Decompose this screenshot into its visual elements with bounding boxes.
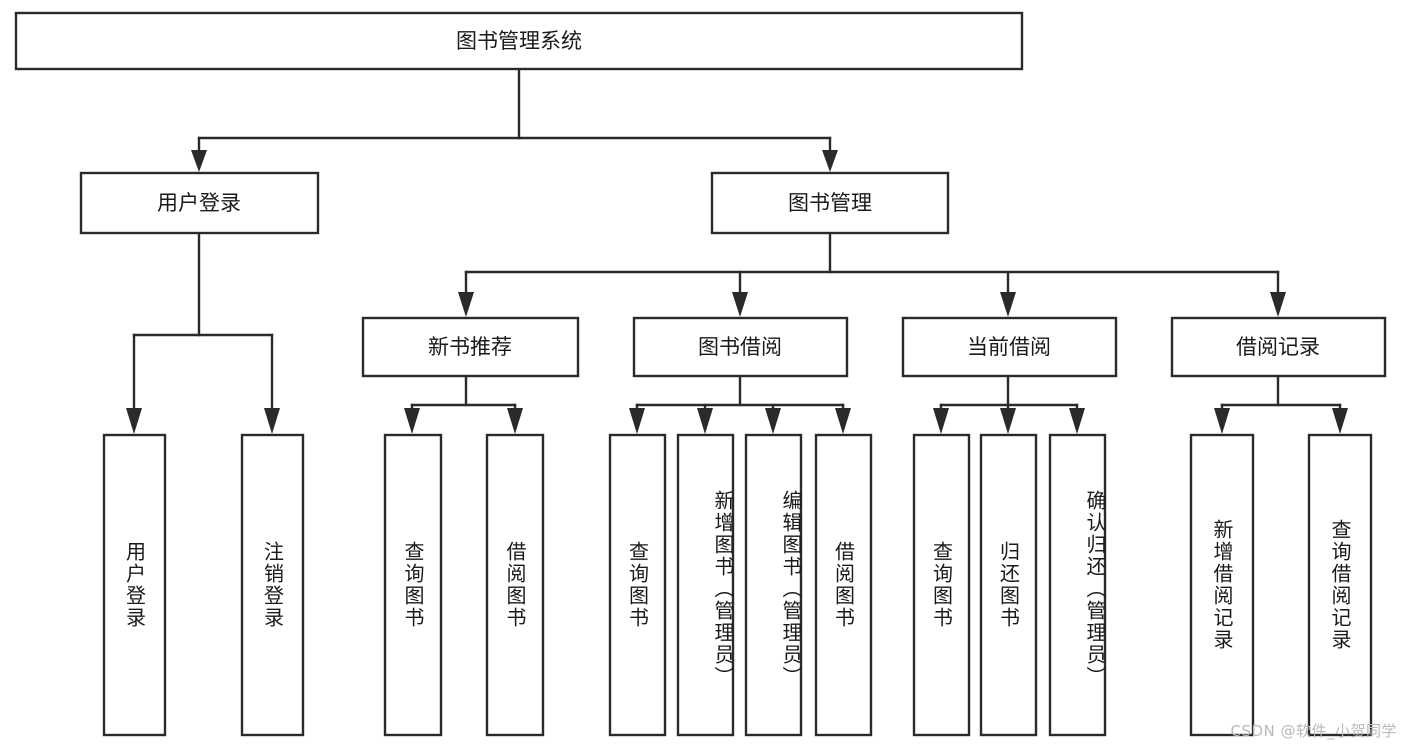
arrow-to-current xyxy=(1000,292,1016,317)
node-newbook-box[interactable] xyxy=(361,316,580,378)
node-login-box[interactable] xyxy=(79,171,320,235)
node-login-label: 用户登录 xyxy=(157,191,241,215)
node-leaf9-box[interactable] xyxy=(912,433,971,737)
arrow-to-login xyxy=(191,150,207,172)
node-records-box[interactable] xyxy=(1170,316,1387,378)
arrow-to-newbook xyxy=(458,292,474,317)
node-records-label: 借阅记录 xyxy=(1236,335,1320,359)
arrow-to-leaf1 xyxy=(126,408,142,434)
node-leaf12-box[interactable] xyxy=(1189,433,1255,737)
arrow-to-leaf8 xyxy=(835,408,851,434)
node-leaf8-box[interactable] xyxy=(814,433,873,737)
node-borrow[interactable]: 图书借阅 xyxy=(632,316,849,378)
node-leaf11-box[interactable] xyxy=(1048,433,1107,737)
node-current-label: 当前借阅 xyxy=(967,335,1051,359)
node-leaf10-box[interactable] xyxy=(979,433,1038,737)
node-leaf6-box[interactable] xyxy=(676,433,735,737)
arrow-to-leaf4 xyxy=(507,408,523,434)
node-login[interactable]: 用户登录 xyxy=(79,171,320,235)
node-borrow-label: 图书借阅 xyxy=(698,335,782,359)
arrow-to-leaf7 xyxy=(765,408,781,434)
node-leaf7-box[interactable] xyxy=(744,433,803,737)
arrow-to-leaf5 xyxy=(629,408,645,434)
arrow-to-leaf9 xyxy=(933,408,949,434)
arrow-to-borrow xyxy=(732,292,748,317)
arrow-to-leaf11 xyxy=(1069,408,1085,434)
connector-group xyxy=(126,67,1348,434)
node-bookmgmt-box[interactable] xyxy=(710,171,950,235)
arrow-to-bookmgmt xyxy=(822,150,838,172)
arrow-to-leaf2 xyxy=(264,408,280,434)
leaf-box-group xyxy=(102,433,1373,737)
node-current[interactable]: 当前借阅 xyxy=(901,316,1118,378)
node-leaf3-box[interactable] xyxy=(383,433,443,737)
node-bookmgmt-label: 图书管理 xyxy=(788,191,872,215)
node-root-label: 图书管理系统 xyxy=(456,29,582,53)
csdn-watermark: CSDN @软件_小贺同学 xyxy=(1230,722,1397,740)
node-bookmgmt[interactable]: 图书管理 xyxy=(710,171,950,235)
arrow-to-leaf6 xyxy=(697,408,713,434)
node-leaf1-box[interactable] xyxy=(102,433,167,737)
node-leaf13-box[interactable] xyxy=(1307,433,1373,737)
node-root-box[interactable] xyxy=(14,11,1024,71)
node-leaf2-box[interactable] xyxy=(240,433,305,737)
arrow-to-leaf12 xyxy=(1214,408,1230,434)
node-leaf5-box[interactable] xyxy=(608,433,667,737)
node-borrow-box[interactable] xyxy=(632,316,849,378)
node-current-box[interactable] xyxy=(901,316,1118,378)
arrow-to-leaf13 xyxy=(1332,408,1348,434)
node-root[interactable]: 图书管理系统 xyxy=(14,11,1024,71)
node-records[interactable]: 借阅记录 xyxy=(1170,316,1387,378)
arrow-to-leaf3 xyxy=(404,408,420,434)
node-newbook[interactable]: 新书推荐 xyxy=(361,316,580,378)
node-leaf4-box[interactable] xyxy=(485,433,545,737)
node-newbook-label: 新书推荐 xyxy=(428,335,512,359)
arrow-to-leaf10 xyxy=(1000,408,1016,434)
arrow-to-records xyxy=(1270,292,1286,317)
